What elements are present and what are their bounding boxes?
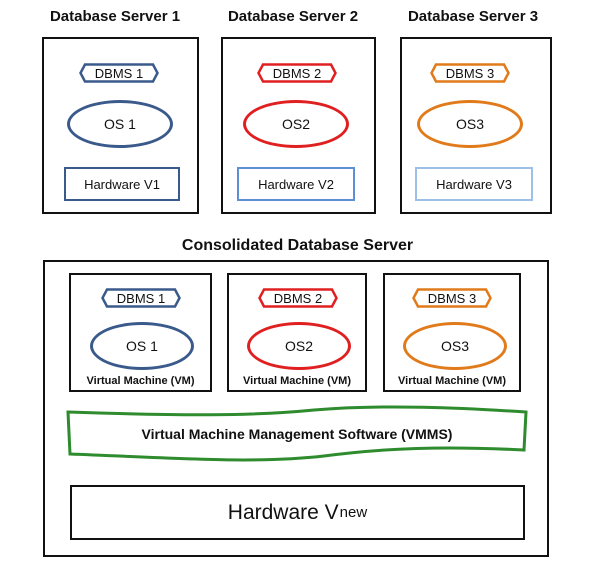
vm-2-os: OS2 (247, 322, 351, 370)
dbms-hexagon-icon (257, 63, 337, 83)
server-2-os: OS2 (243, 100, 349, 148)
hardware-new-label: Hardware V (227, 500, 339, 524)
server-2-dbms: DBMS 2 (257, 63, 337, 83)
server-3-hardware-label: Hardware V3 (436, 176, 512, 192)
dbms-hexagon-icon (79, 63, 159, 83)
vm-1-os: OS 1 (90, 322, 194, 370)
server-1-title: Database Server 1 (49, 8, 181, 25)
server-2-dbms-label: DBMS 2 (272, 65, 322, 81)
server-3-title: Database Server 3 (407, 8, 539, 25)
dbms-hexagon-icon (430, 63, 510, 83)
server-1-dbms-label: DBMS 1 (94, 65, 144, 81)
server-2-hardware: Hardware V2 (237, 167, 355, 201)
dbms-hexagon-icon (258, 288, 338, 308)
dbms-hexagon-icon (412, 288, 492, 308)
server-1-hardware: Hardware V1 (64, 167, 180, 201)
vm-1-label: Virtual Machine (VM) (86, 375, 195, 387)
server-3-os-label: OS3 (455, 116, 484, 132)
server-2-os-label: OS2 (281, 116, 310, 132)
vm-3-dbms: DBMS 3 (412, 288, 492, 308)
vm-3-label: Virtual Machine (VM) (398, 375, 506, 387)
vm-1-dbms: DBMS 1 (101, 288, 181, 308)
server-3-dbms: DBMS 3 (430, 63, 510, 83)
server-3-dbms-label: DBMS 3 (445, 65, 495, 81)
vmms-banner: Virtual Machine Management Software (VMM… (64, 404, 530, 464)
vm-2-dbms: DBMS 2 (258, 288, 338, 308)
vm-3-dbms-label: DBMS 3 (427, 290, 477, 306)
vm-1-os-label: OS 1 (126, 338, 158, 354)
server-2-hardware-label: Hardware V2 (258, 176, 334, 192)
vm-3-os-label: OS3 (440, 338, 469, 354)
vmms-banner-shape (66, 405, 528, 462)
vm-3-os: OS3 (403, 322, 507, 370)
server-2-title: Database Server 2 (227, 8, 359, 25)
vm-2-dbms-label: DBMS 2 (273, 290, 323, 306)
server-1-os: OS 1 (67, 100, 173, 148)
server-3-os: OS3 (417, 100, 523, 148)
dbms-hexagon-icon (101, 288, 181, 308)
hardware-new-subscript: new (339, 504, 368, 521)
server-1-dbms: DBMS 1 (79, 63, 159, 83)
server-1-os-label: OS 1 (104, 116, 136, 132)
vm-2-label: Virtual Machine (VM) (243, 375, 351, 387)
consolidated-title: Consolidated Database Server (181, 237, 414, 254)
vm-1-dbms-label: DBMS 1 (116, 290, 166, 306)
vmms-label: Virtual Machine Management Software (VMM… (141, 426, 453, 442)
server-3-hardware: Hardware V3 (415, 167, 533, 201)
vm-2-os-label: OS2 (284, 338, 313, 354)
server-1-hardware-label: Hardware V1 (84, 176, 160, 192)
